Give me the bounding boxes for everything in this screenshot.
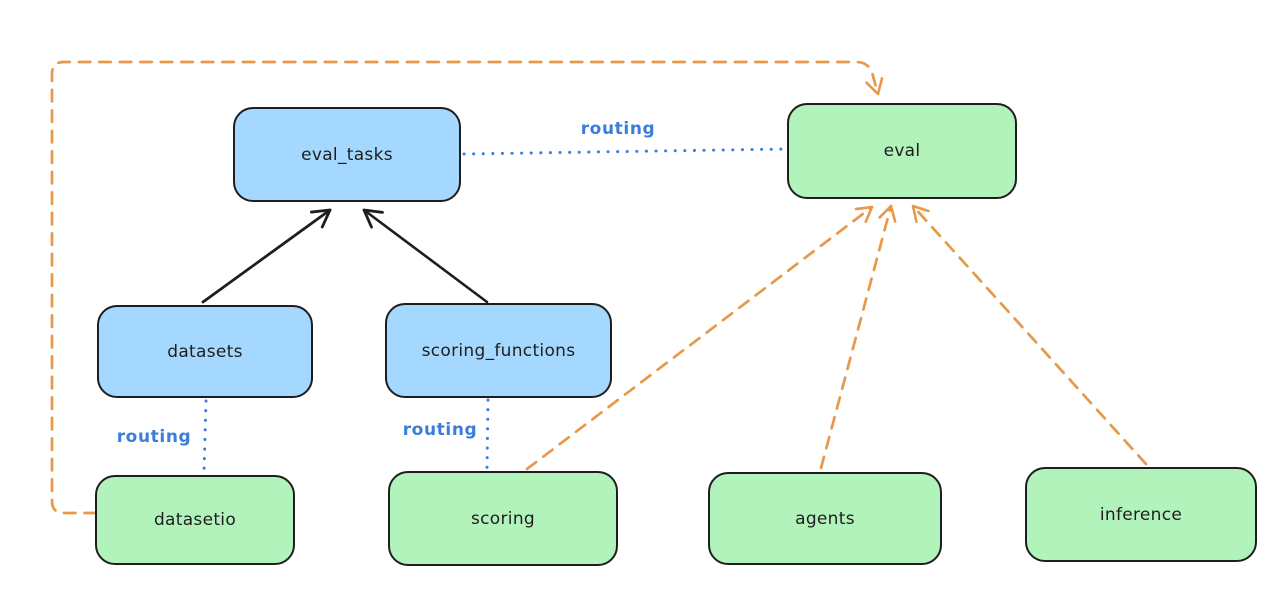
node-datasetio-label: datasetio [153, 510, 237, 530]
node-scoring-functions: scoring_functions [385, 303, 612, 398]
edge-label-routing-top: routing [580, 119, 656, 139]
node-inference-label: inference [1099, 504, 1183, 525]
node-datasets-label: datasets [167, 341, 243, 362]
node-scoring-label: scoring [471, 508, 535, 529]
edge-routing-eval-tasks-eval [462, 147, 788, 156]
node-eval-tasks-label: eval_tasks [301, 144, 393, 165]
edge-scoring-functions-eval-tasks [362, 208, 489, 304]
edge-label-routing-datasetio: routing [116, 427, 192, 447]
node-agents-label: agents [795, 508, 855, 529]
edge-datasetio-eval [50, 60, 884, 515]
edge-scoring-eval [525, 205, 874, 471]
node-eval-label: eval [883, 141, 921, 161]
edge-routing-scoring-functions-scoring [485, 398, 490, 472]
edge-inference-eval [911, 204, 1148, 466]
node-eval: eval [787, 103, 1017, 199]
node-datasets: datasets [97, 305, 313, 398]
node-inference: inference [1025, 467, 1257, 562]
node-datasetio: datasetio [95, 475, 295, 565]
edge-datasets-eval-tasks [201, 208, 332, 304]
edge-agents-eval [819, 204, 897, 470]
edge-routing-datasets-datasetio [202, 399, 208, 474]
node-scoring-functions-label: scoring_functions [421, 340, 576, 361]
node-scoring: scoring [388, 471, 618, 566]
node-agents: agents [708, 472, 942, 565]
node-eval-tasks: eval_tasks [233, 107, 461, 202]
edge-label-routing-scoring: routing [402, 420, 478, 440]
